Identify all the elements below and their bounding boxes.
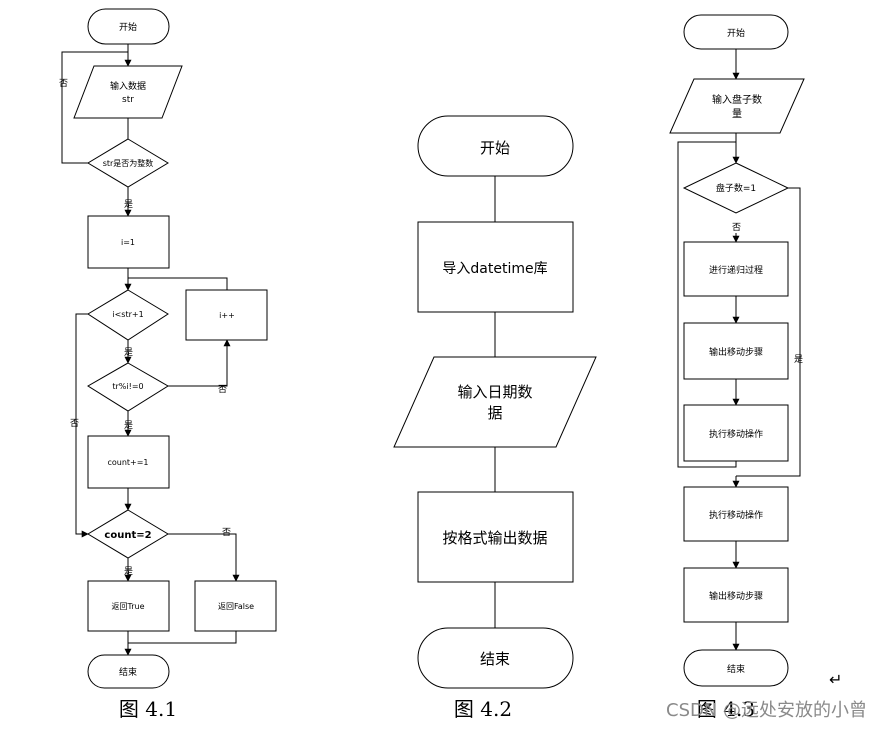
- fig1-input-label-line1: 输入数据: [110, 80, 146, 92]
- fig2-process-output: [417, 491, 574, 583]
- fig1-decision-mod-label: tr%i!=0: [112, 382, 143, 391]
- fig1-end-label: 结束: [119, 666, 137, 678]
- fig3-start-terminator: [683, 14, 789, 50]
- fig1-decision-count: [87, 509, 169, 559]
- fig3-input-parallelogram: [669, 78, 805, 134]
- fig1-process-return-false: [194, 580, 277, 632]
- fig3-connectors: [677, 49, 801, 651]
- fig1-label-no-integer: 否: [59, 78, 68, 89]
- fig1-connectors: [61, 44, 240, 656]
- fig1-label-no-count: 否: [222, 527, 231, 538]
- fig3-label-no: 否: [732, 222, 741, 233]
- fig2-input-label-line1: 输入日期数: [457, 383, 532, 401]
- fig1-decision-loop: [87, 289, 169, 341]
- fig3-end-label: 结束: [727, 663, 745, 675]
- fig1-start-terminator: [87, 8, 170, 45]
- fig2-input-parallelogram: [393, 356, 597, 448]
- fig1-process-init-label: i=1: [121, 238, 135, 247]
- fig1-label-no-mod: 否: [218, 384, 227, 395]
- fig3-process-do-move-2: [683, 486, 789, 542]
- fig3-input-label-line1: 输入盘子数: [712, 93, 762, 106]
- flowchart-fig-4-3: 开始 输入盘子数 量 盘子数=1 进行递归过程 输出移动步骤 执行移动操作 执行…: [669, 14, 805, 721]
- fig1-process-return-false-label: 返回False: [218, 602, 254, 611]
- fig2-start-terminator: [417, 115, 574, 177]
- fig3-process-print-steps-label: 输出移动步骤: [709, 346, 763, 358]
- fig1-label-yes-integer: 是: [124, 199, 133, 210]
- fig2-caption: 图 4.2: [454, 697, 512, 721]
- fig2-process-import: [417, 221, 574, 313]
- fig3-process-print-steps-2: [683, 567, 789, 623]
- fig1-end-terminator: [87, 654, 170, 689]
- fig1-decision-integer: [87, 138, 169, 188]
- fig1-input-label-line2: str: [122, 95, 134, 105]
- fig1-decision-integer-label: str是否为整数: [103, 158, 154, 168]
- fig3-start-label: 开始: [727, 27, 745, 39]
- fig2-process-output-label: 按格式输出数据: [442, 529, 547, 547]
- fig1-decision-mod: [87, 362, 169, 412]
- fig3-input-label-line2: 量: [732, 108, 742, 120]
- fig3-process-recurse-label: 进行递归过程: [709, 264, 763, 276]
- fig1-label-no-loop: 否: [70, 418, 79, 429]
- fig1-start-label: 开始: [119, 21, 137, 33]
- fig1-process-increment-label: i++: [219, 311, 235, 320]
- fig1-process-count: [87, 435, 170, 489]
- fig1-process-return-true-label: 返回True: [112, 602, 145, 611]
- fig1-decision-loop-label: i<str+1: [112, 310, 143, 319]
- fig3-process-do-move-2-label: 执行移动操作: [709, 509, 763, 521]
- fig1-label-yes-mod: 是: [124, 420, 133, 431]
- fig3-process-print-steps-2-label: 输出移动步骤: [709, 590, 763, 602]
- fig2-end-label: 结束: [480, 650, 510, 668]
- fig1-process-init: [87, 215, 170, 269]
- flowchart-fig-4-2: 开始 导入datetime库 输入日期数 据 按格式输出数据 结束 图 4.2: [393, 115, 597, 721]
- fig1-process-return-true: [87, 580, 170, 632]
- fig2-start-label: 开始: [480, 139, 510, 157]
- fig3-process-recurse: [683, 241, 789, 297]
- fig3-decision: [682, 162, 790, 214]
- fig3-decision-label: 盘子数=1: [716, 182, 756, 194]
- flowchart-fig-4-1: 开始 输入数据 str str是否为整数 i=1 i<str+1 i++ tr%…: [59, 8, 277, 721]
- fig3-process-print-steps: [683, 322, 789, 380]
- fig1-process-increment: [185, 289, 268, 341]
- fig2-input-label-line2: 据: [487, 404, 502, 422]
- fig1-process-count-label: count+=1: [107, 458, 148, 467]
- fig3-process-do-move-label: 执行移动操作: [709, 428, 763, 440]
- fig3-label-yes: 是: [794, 354, 803, 365]
- fig2-process-import-label: 导入datetime库: [442, 261, 547, 277]
- fig1-caption: 图 4.1: [119, 697, 177, 721]
- fig2-end-terminator: [417, 627, 574, 689]
- fig1-input-parallelogram: [73, 65, 183, 119]
- fig1-decision-count-label: count=2: [104, 530, 151, 541]
- fig3-end-terminator: [683, 649, 789, 687]
- fig1-label-yes-count: 是: [124, 566, 133, 577]
- fig3-caption: 图 4.3: [697, 697, 755, 721]
- return-mark-icon: ↵: [829, 670, 842, 689]
- fig3-process-do-move: [683, 404, 789, 462]
- fig1-label-yes-loop: 是: [124, 347, 133, 358]
- watermark: CSDN @远处安放的小曾: [666, 700, 867, 721]
